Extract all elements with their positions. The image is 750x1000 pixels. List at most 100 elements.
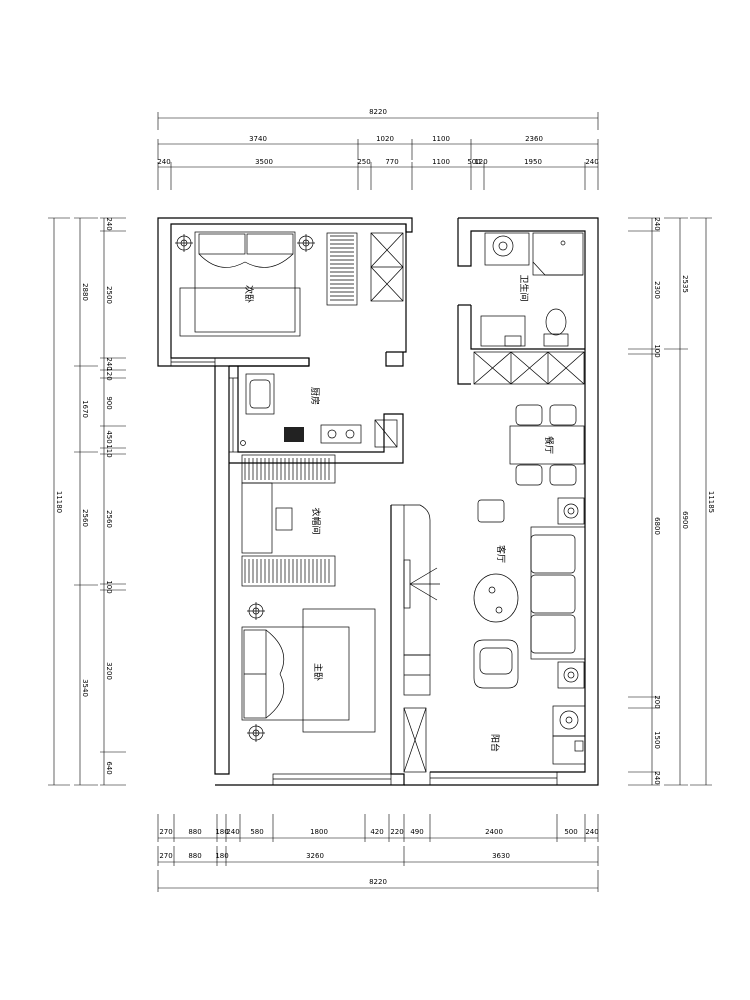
dim-left-in-9: 100 (105, 580, 113, 593)
vanity (241, 482, 273, 554)
armchair (473, 639, 519, 689)
kitchen-furniture (240, 373, 398, 448)
dim-top2-7: 120 (474, 158, 487, 166)
room-label-kitchen: 厨房 (309, 387, 321, 405)
dim-top2-5: 1100 (432, 158, 450, 166)
wardrobe (326, 232, 358, 306)
dim-top2-9: 240 (585, 158, 598, 166)
chair (549, 404, 577, 426)
dim-bot-1: 270 (159, 828, 172, 836)
dim-bot-6: 1800 (310, 828, 328, 836)
coffee-table (473, 573, 519, 623)
washing-machine (552, 735, 586, 765)
dim-bot-8: 220 (390, 828, 403, 836)
dim-left-in-3: 240 (105, 357, 113, 370)
wardrobe-top (241, 454, 336, 484)
dim-bot2-5: 3630 (492, 852, 510, 860)
dim-left-in-11: 640 (105, 761, 113, 774)
dim-bot-total: 8220 (369, 878, 387, 886)
dim-right-in-6: 1500 (653, 731, 661, 749)
dim-right-mid-2: 6900 (681, 511, 689, 529)
dim-left-mid-1: 2880 (81, 283, 89, 301)
dim-top-4: 2360 (525, 135, 543, 143)
chair (515, 464, 543, 486)
room-label-bathroom: 卫生间 (518, 274, 530, 301)
room-label-wardrobe: 衣帽间 (310, 507, 322, 534)
balcony-cabinet (403, 707, 427, 773)
windows (170, 357, 558, 786)
wardrobe-room-furniture (241, 454, 336, 587)
dim-left-outer: 11180 (55, 491, 63, 513)
dim-top2-1: 240 (157, 158, 170, 166)
cabinet (480, 315, 526, 347)
dim-bot2-2: 880 (188, 852, 201, 860)
room-label-secondary-bedroom: 次卧 (243, 285, 255, 303)
dim-right-in-4: 6800 (653, 517, 661, 535)
secondary-bed-rug (179, 287, 301, 337)
room-label-dining: 餐厅 (543, 436, 555, 454)
tv-wall (391, 504, 440, 773)
living-furniture (473, 497, 586, 689)
dim-right-in-3: 100 (653, 344, 661, 357)
dim-top-total: 8220 (369, 108, 387, 116)
chair (515, 404, 543, 426)
room-label-balcony: 阳台 (489, 734, 501, 752)
dining-furniture (509, 404, 585, 486)
washbasin (484, 232, 530, 266)
dim-bot2-3: 180 (215, 852, 228, 860)
wardrobe-bottom (241, 555, 336, 587)
master-bed (241, 626, 350, 721)
tv (403, 559, 411, 609)
dim-bot-7: 420 (370, 828, 383, 836)
dim-bot-11: 500 (564, 828, 577, 836)
dim-bot-10: 2400 (485, 828, 503, 836)
stove-icon (320, 424, 362, 444)
top-dimensions: 8220 3740 1020 1100 2360 240 3500 250 77… (157, 108, 599, 190)
bathroom-furniture (473, 232, 585, 385)
dim-right-in-7: 240 (653, 771, 661, 784)
room-label-master-bedroom: 主卧 (312, 663, 324, 681)
dim-right-outer: 11185 (707, 491, 715, 513)
side-table (557, 497, 585, 525)
side-table (557, 661, 585, 689)
dim-left-in-10: 3200 (105, 662, 113, 680)
dim-right-in-2: 2300 (653, 281, 661, 299)
master-bedroom-furniture (241, 602, 376, 742)
ottoman (477, 499, 505, 523)
shower-icon (532, 232, 584, 276)
dim-left-in-7: 110 (105, 444, 113, 457)
dim-bot-4: 240 (226, 828, 239, 836)
lamp-icon (563, 667, 579, 683)
dim-top2-4: 770 (385, 158, 398, 166)
dim-top2-2: 3500 (255, 158, 273, 166)
sink (245, 373, 275, 415)
room-labels: 次卧 厨房 衣帽间 主卧 卫生间 餐厅 客厅 阳台 (243, 274, 555, 752)
secondary-bed (194, 231, 296, 333)
dim-top-3: 1100 (432, 135, 450, 143)
dim-bot-5: 580 (250, 828, 263, 836)
dim-top2-6: 500 (467, 158, 480, 166)
secondary-bedroom-furniture (175, 231, 404, 337)
dim-bot2-1: 270 (159, 852, 172, 860)
dim-right-mid-1: 2535 (681, 275, 689, 293)
dim-left-mid-4: 3540 (81, 679, 89, 697)
appliance (284, 427, 304, 442)
dim-left-in-2: 2500 (105, 286, 113, 304)
dim-left-in-5: 900 (105, 396, 113, 409)
toilet-icon (545, 308, 567, 336)
room-label-living: 客厅 (495, 545, 507, 563)
bottom-dimensions: 270 880 180 240 580 1800 420 220 490 240… (157, 814, 599, 892)
laundry-sink (552, 705, 586, 737)
dim-right-in-5: 200 (653, 695, 661, 708)
dim-top2-3: 250 (357, 158, 370, 166)
dim-bot-9: 490 (410, 828, 423, 836)
dim-left-in-1: 240 (105, 217, 113, 230)
dim-left-mid-3: 2560 (81, 509, 89, 527)
walls (157, 217, 599, 786)
chair (275, 507, 293, 531)
dim-right-in-1: 240 (653, 217, 661, 230)
dim-bot2-4: 3260 (306, 852, 324, 860)
storage-cabinet (473, 351, 585, 385)
sofa (530, 526, 586, 660)
